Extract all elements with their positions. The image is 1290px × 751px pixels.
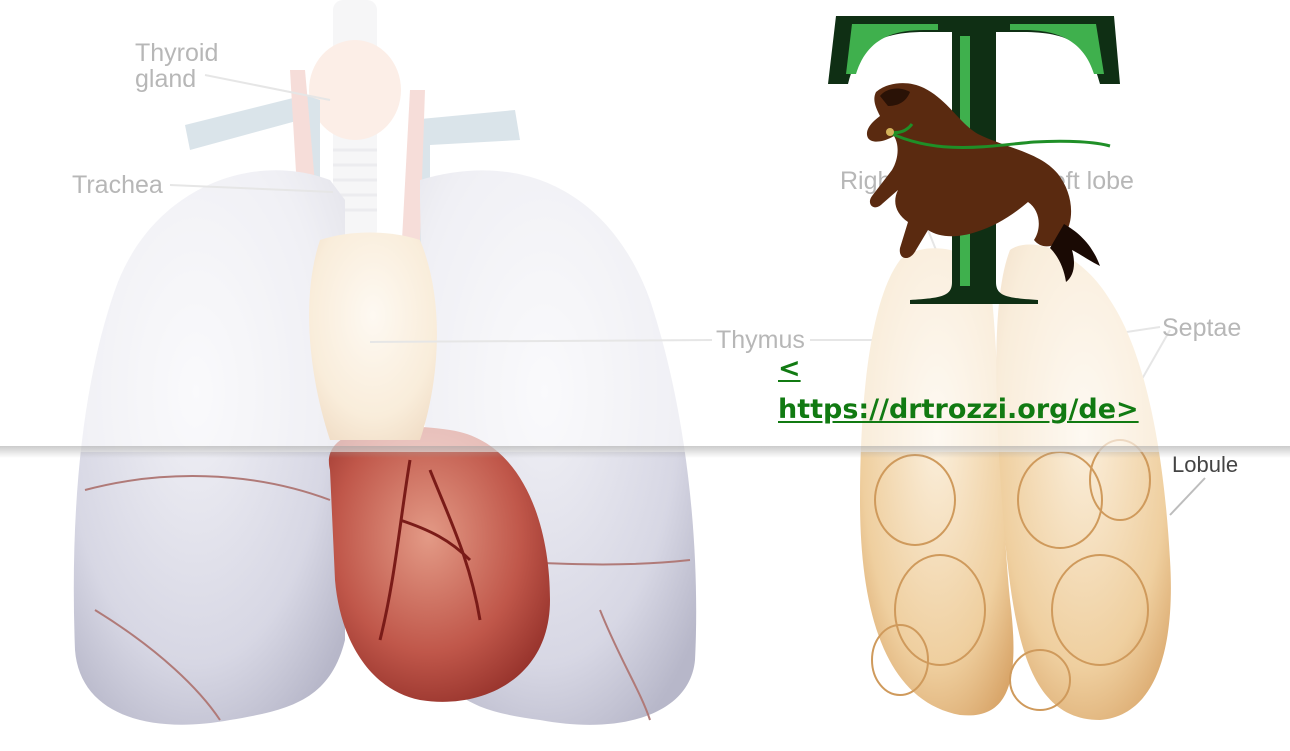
thyroid-shape xyxy=(309,40,401,140)
drtrozzi-link[interactable]: < https://drtrozzi.org/de> xyxy=(778,348,1198,430)
link-open-bracket: < xyxy=(778,348,1198,389)
label-septae: Septae xyxy=(1162,315,1241,341)
label-lobule: Lobule xyxy=(1172,453,1238,476)
thymus-left-lobe xyxy=(996,244,1171,720)
left-lung xyxy=(74,170,345,724)
label-trachea: Trachea xyxy=(72,172,163,198)
thymus-right-lobe xyxy=(860,248,1013,715)
link-url: https://drtrozzi.org/de> xyxy=(778,389,1198,430)
label-thyroid-gland: Thyroid gland xyxy=(135,40,218,93)
horse-rearing-icon xyxy=(828,14,1120,304)
thymus-in-situ xyxy=(309,233,437,441)
